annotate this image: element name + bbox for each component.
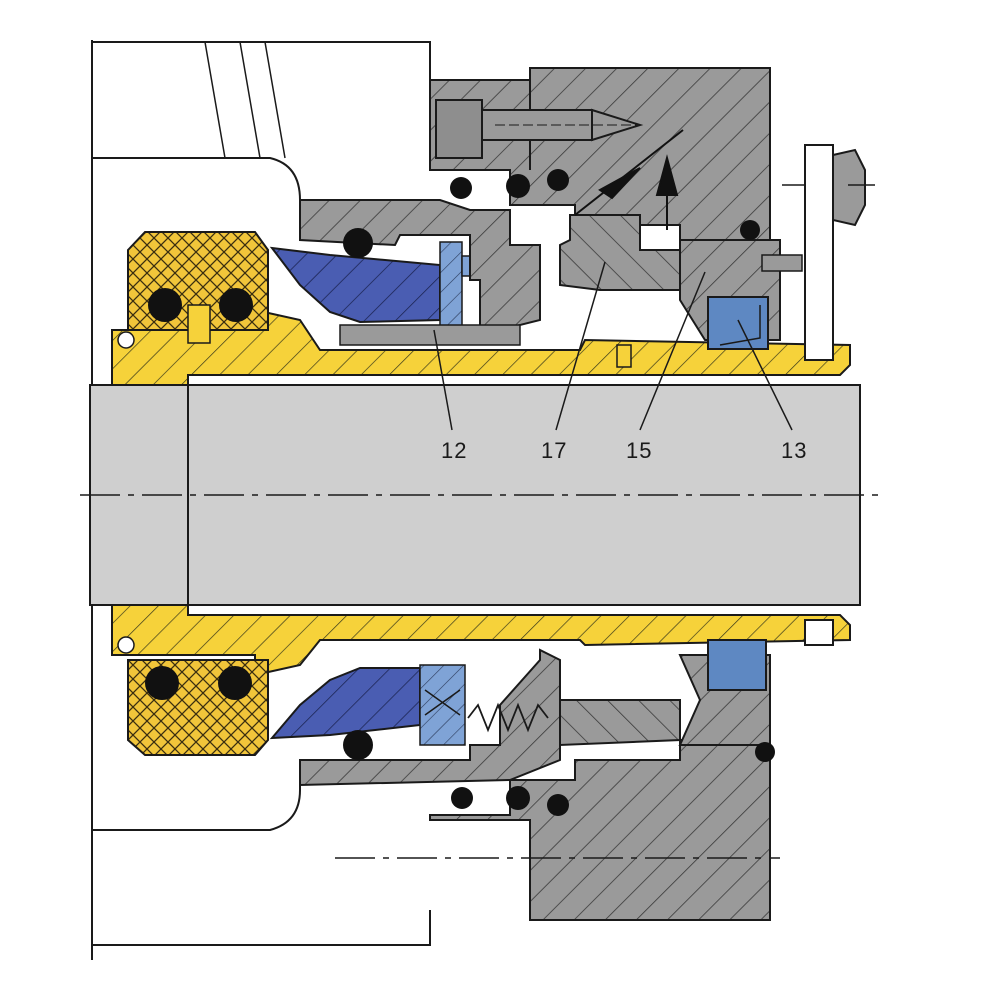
- callout-labels: 12 17 15 13: [441, 438, 807, 463]
- flow-arrows: [574, 129, 684, 230]
- shaft: [80, 384, 880, 606]
- seal-face-holder-bottom: [299, 648, 561, 787]
- callout-13: 13: [781, 438, 807, 463]
- stationary-ring-bottom: [559, 639, 771, 747]
- drive-collar-top: [127, 231, 269, 344]
- callout-12: 12: [441, 438, 467, 463]
- shaft-sleeve-bottom: [111, 604, 851, 677]
- end-plate: [782, 144, 875, 646]
- o-rings: [343, 169, 775, 816]
- rotating-seal-ring-bottom: [269, 664, 466, 746]
- spring: [467, 702, 549, 733]
- seal-block-13-top: [707, 296, 769, 350]
- callout-15: 15: [626, 438, 652, 463]
- callout-17: 17: [541, 438, 567, 463]
- set-screws: [117, 254, 803, 654]
- callout-leaders: [433, 261, 793, 431]
- drive-collar-bottom: [127, 659, 269, 756]
